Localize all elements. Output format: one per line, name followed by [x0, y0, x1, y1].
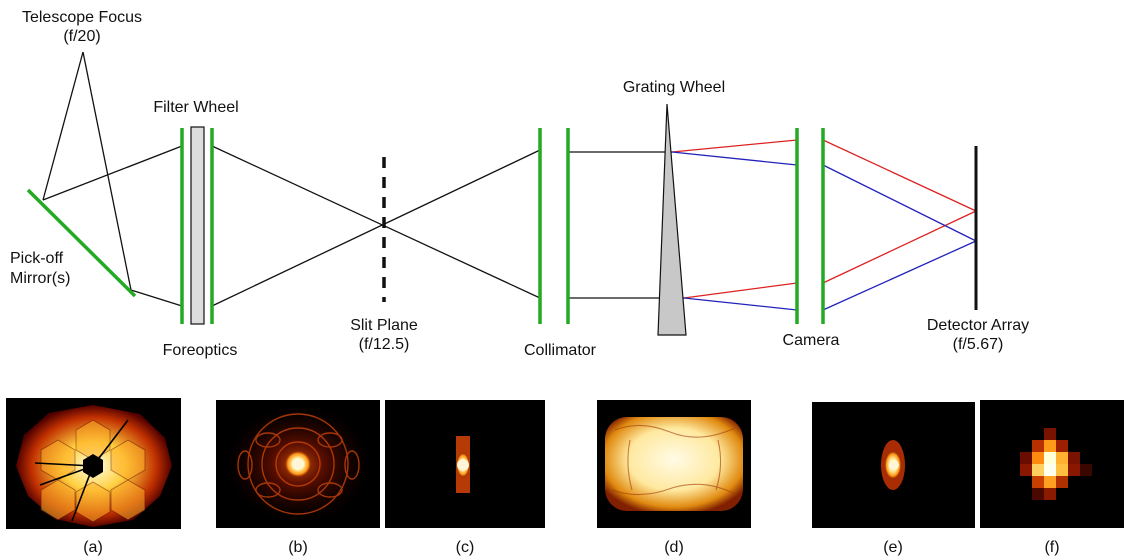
panel-c-slit-image	[385, 400, 545, 528]
filter-wheel-label: Filter Wheel	[153, 99, 238, 116]
panel-a-caption: (a)	[83, 539, 103, 556]
converging-beam	[42, 145, 541, 307]
telescope-focus-label: Telescope Focus	[22, 9, 142, 26]
telescope-beam	[42, 51, 132, 291]
pickoff-label-line2: Mirror(s)	[10, 270, 70, 287]
slit-plane-label: Slit Plane	[350, 317, 418, 334]
panel-b-caption: (b)	[288, 539, 308, 556]
panel-c-caption: (c)	[456, 539, 475, 556]
filter-wheel-element	[190, 126, 205, 325]
panel-a-pupil-image	[6, 398, 181, 529]
telescope-focus-ratio: (f/20)	[63, 28, 100, 45]
panel-e-caption: (e)	[883, 539, 903, 556]
camera-label: Camera	[783, 332, 840, 349]
panel-d-caption: (d)	[664, 539, 684, 556]
grating-wheel-label: Grating Wheel	[623, 79, 725, 96]
panel-f-detector-image	[980, 400, 1124, 528]
foreoptics-label: Foreoptics	[163, 342, 238, 359]
detector-ratio: (f/5.67)	[953, 336, 1004, 353]
dispersed-red-beam	[671, 139, 977, 299]
panel-d-grating-image	[597, 400, 751, 528]
panel-e-camera-image	[812, 402, 975, 528]
slit-plane-ratio: (f/12.5)	[359, 336, 410, 353]
panel-f-caption: (f)	[1044, 539, 1059, 556]
collimator-label: Collimator	[524, 342, 597, 359]
pickoff-label-line1: Pick-off	[10, 250, 64, 267]
pickoff-mirror	[26, 188, 137, 298]
dispersed-blue-beam	[671, 151, 977, 311]
grating-prism	[657, 103, 687, 336]
panel-b-psf-image	[216, 400, 380, 528]
detector-array-label: Detector Array	[927, 317, 1029, 334]
